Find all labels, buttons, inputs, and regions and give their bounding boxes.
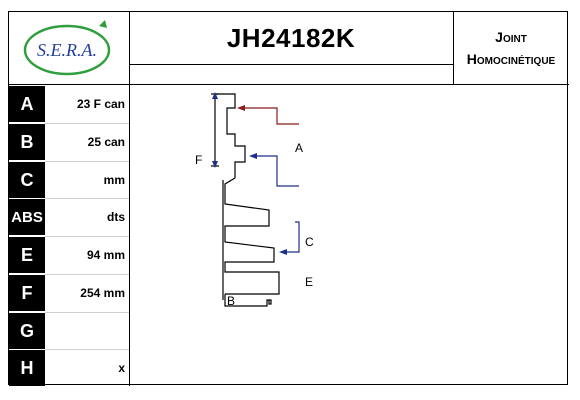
diagram-label-e: E <box>305 275 314 289</box>
dimension-f-arrow-top <box>212 92 218 99</box>
leader-c <box>283 221 300 253</box>
diagram-label-b: B <box>227 294 236 308</box>
product-type-line2: Homocinétique <box>466 51 556 67</box>
spec-row-f: F 254 mm <box>9 275 129 311</box>
spec-row-b: B 25 can <box>9 124 129 160</box>
row-separator <box>45 236 129 237</box>
spec-letter: A <box>9 86 45 122</box>
spec-row-e: E 94 mm <box>9 237 129 273</box>
leader-b <box>253 155 299 187</box>
spec-row-h: H x <box>9 350 129 386</box>
spec-letter: E <box>9 237 45 273</box>
sera-logo: S.E.R.A. <box>9 12 129 84</box>
header-bottom-right <box>129 84 569 85</box>
boot-outline <box>224 177 280 295</box>
diagram-label-f: F <box>195 153 203 167</box>
leader-c-arrow <box>279 249 287 255</box>
joint-drawing <box>211 92 300 307</box>
housing-outline <box>224 294 272 307</box>
spec-value: 94 mm <box>86 248 125 262</box>
part-number: JH24182K <box>226 22 356 53</box>
spec-row-g: G <box>9 313 129 349</box>
diagram-label-c: C <box>305 235 314 249</box>
leader-b-arrow <box>249 153 257 159</box>
spec-letter: H <box>9 350 45 386</box>
header-bottom-left <box>9 84 129 85</box>
row-separator <box>45 312 129 313</box>
spec-letter: G <box>9 313 45 349</box>
dimension-f-arrow-bottom <box>212 161 218 168</box>
leader-a <box>241 107 299 125</box>
spec-row-a: A 23 F can <box>9 86 129 122</box>
spec-letter: B <box>9 124 45 160</box>
joint-diagram: A B C E F <box>129 86 569 386</box>
row-separator <box>45 349 129 350</box>
spec-row-c: C mm <box>9 162 129 198</box>
spec-letter: F <box>9 275 45 311</box>
spec-value: dts <box>107 210 125 224</box>
logo-ring <box>23 24 111 76</box>
spec-sheet: S.E.R.A. JH24182K Joint Homocinétique A … <box>8 11 569 386</box>
spec-letter: C <box>9 162 45 198</box>
spec-row-abs: ABS dts <box>9 199 129 235</box>
row-separator <box>45 274 129 275</box>
spec-value: 25 can <box>87 135 125 149</box>
header-divider <box>453 12 454 84</box>
shaft-outline <box>215 93 246 178</box>
row-separator <box>45 161 129 162</box>
diagram-label-a: A <box>295 141 304 155</box>
logo-flare <box>99 20 107 28</box>
row-separator <box>45 198 129 199</box>
part-number-bottom <box>129 64 453 65</box>
logo-text: S.E.R.A. <box>37 40 97 60</box>
row-separator <box>45 123 129 124</box>
leader-a-arrow <box>237 105 245 111</box>
spec-value: 23 F can <box>76 97 125 111</box>
spec-value: 254 mm <box>80 286 125 300</box>
spec-value: mm <box>103 173 125 187</box>
logo-emblem: S.E.R.A. <box>23 20 111 76</box>
column-divider <box>129 12 130 386</box>
spec-value <box>47 313 125 349</box>
product-type-line1: Joint <box>495 29 527 45</box>
spec-value: x <box>118 361 125 375</box>
spec-letter: ABS <box>9 199 45 235</box>
product-type: Joint Homocinétique <box>453 12 569 84</box>
